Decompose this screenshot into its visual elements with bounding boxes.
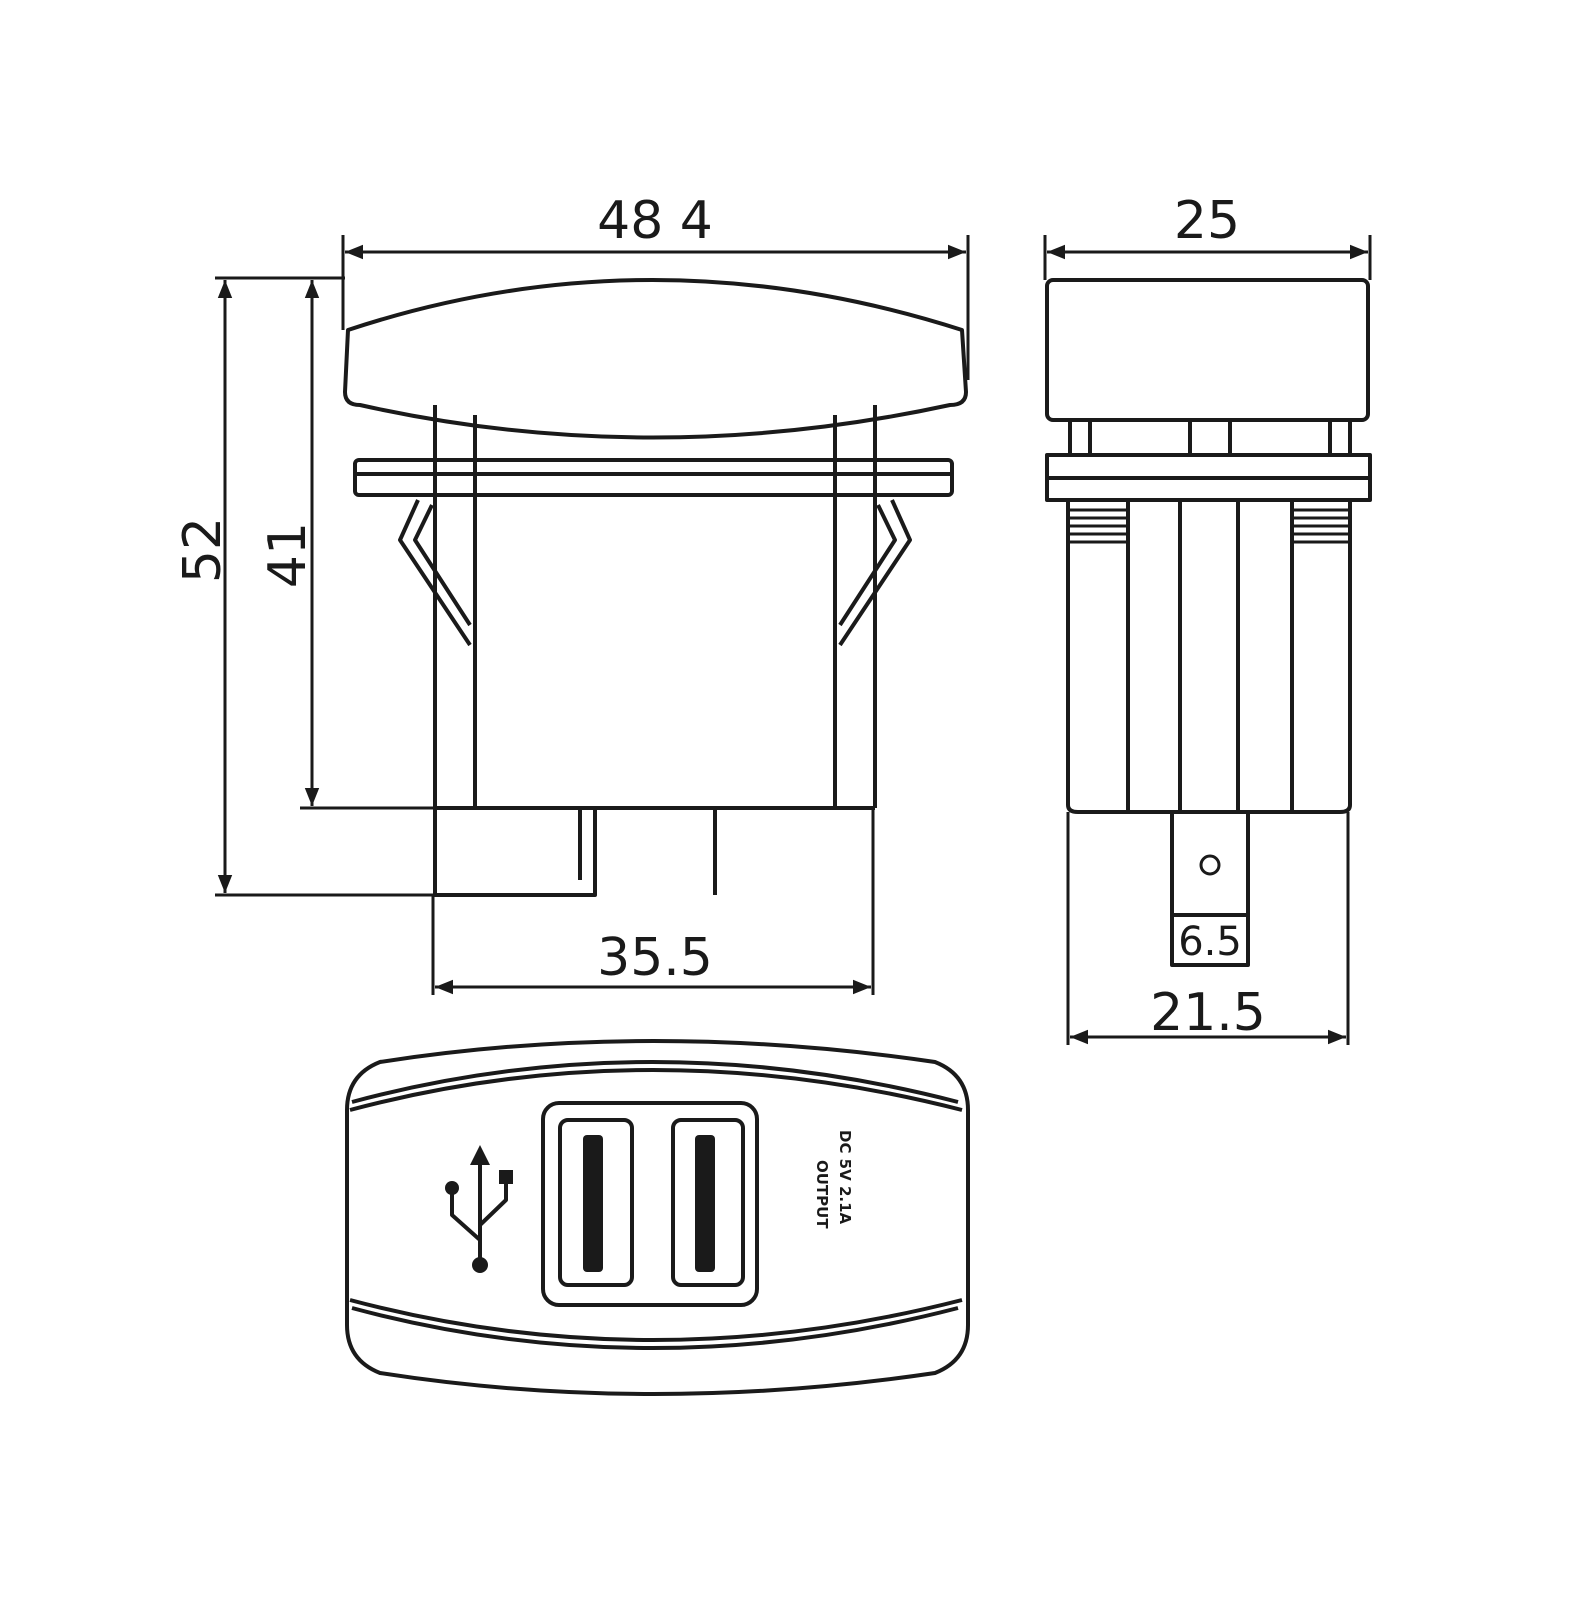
dim-terminal-width: 6.5 (1178, 919, 1242, 965)
side-view: 6.5 (1045, 278, 1372, 967)
dim-total-height: 52 (173, 517, 233, 583)
dim-body-height: 41 (258, 522, 318, 588)
usb-port-housing (541, 1101, 759, 1307)
dimension-35-5: 35.5 (431, 808, 875, 995)
usb-port-1 (558, 1118, 634, 1287)
output-rating-label: DC 5V 2.1A (836, 1130, 854, 1225)
output-label: OUTPUT (813, 1160, 831, 1229)
front-view (343, 278, 968, 897)
usb-port-2 (671, 1118, 745, 1287)
dimension-48-4: 48 4 (341, 191, 970, 380)
dimension-41: 41 (258, 280, 435, 810)
usb-icon (445, 1145, 513, 1273)
dim-body-width: 35.5 (597, 928, 713, 988)
dim-front-width: 48 4 (597, 191, 713, 251)
dimension-21-5: 21.5 (1066, 812, 1350, 1045)
dimension-25: 25 (1043, 191, 1372, 280)
dim-side-width: 25 (1174, 191, 1240, 251)
face-view: OUTPUT DC 5V 2.1A (345, 1039, 970, 1396)
dim-side-depth: 21.5 (1150, 983, 1266, 1043)
dimension-52: 52 (173, 276, 435, 897)
